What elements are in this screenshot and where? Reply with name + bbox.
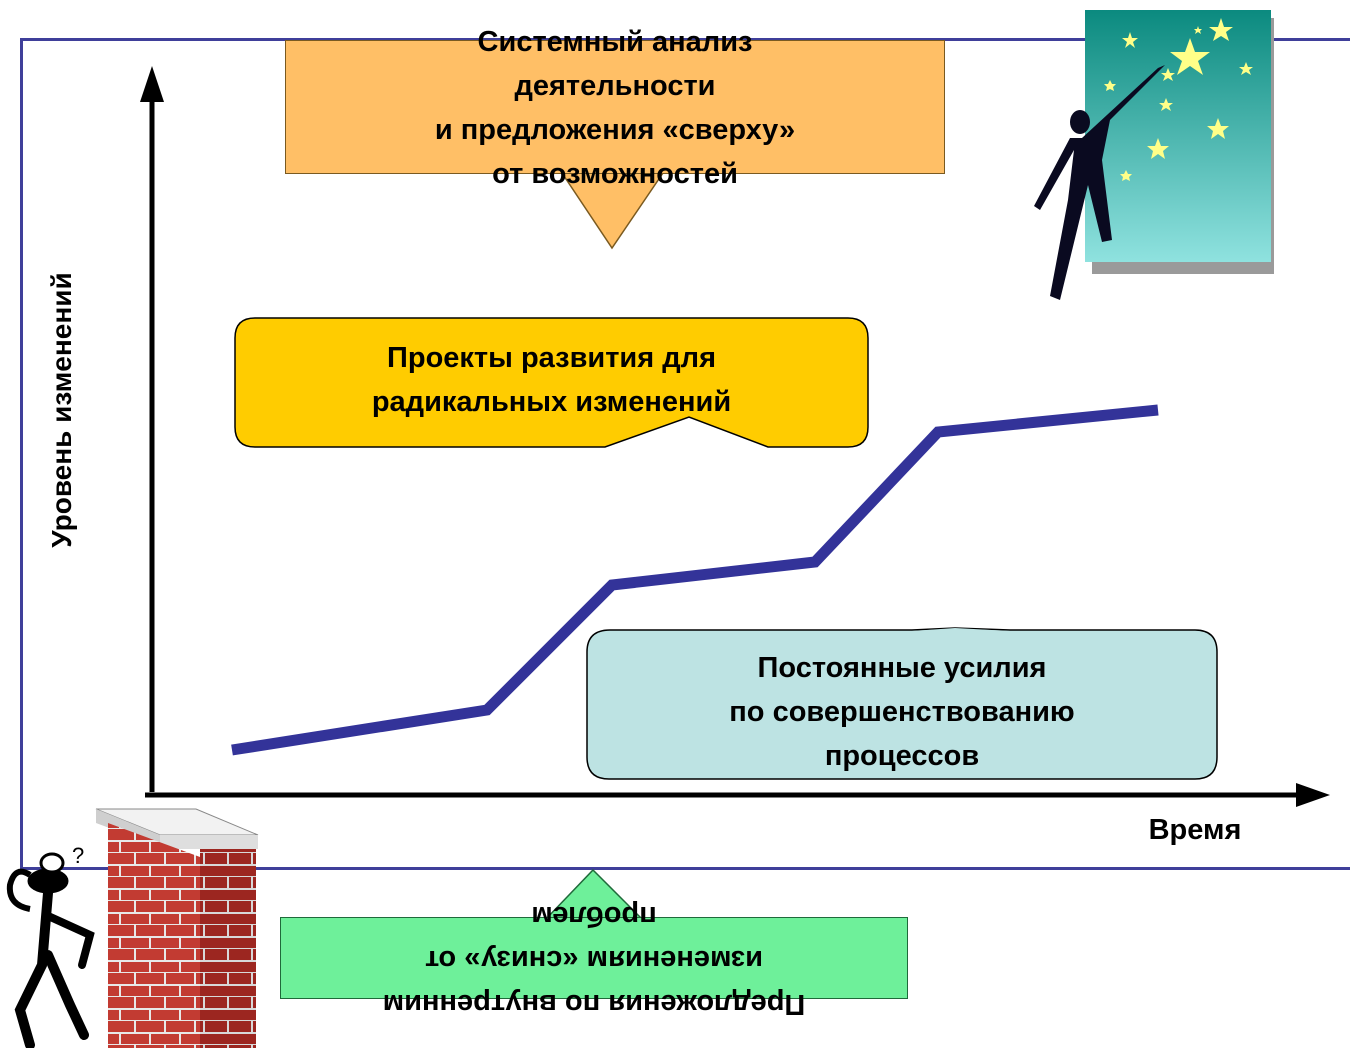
top-box-line-1: Системный анализ — [477, 26, 753, 58]
wall-side-face — [108, 823, 200, 1048]
top-analysis-text: Системный анализ деятельности и предложе… — [285, 20, 945, 196]
bottom-line-1: Предложения по внутренним — [382, 988, 806, 1020]
bottom-proposals-box — [280, 917, 908, 999]
wall-front-face — [200, 849, 256, 1048]
thinking-man-icon: ? — [6, 843, 95, 1048]
continuous-efforts-text: Постоянные усилия по совершенствованию п… — [587, 646, 1217, 778]
top-box-line-2: деятельности — [514, 70, 716, 102]
radical-line-1: Проекты развития для — [387, 342, 716, 374]
wall-cap-front — [160, 835, 258, 849]
continuous-line-2: по совершенствованию — [729, 696, 1075, 728]
top-box-line-4: от возможностей — [492, 158, 738, 190]
x-axis-label: Время — [1148, 814, 1242, 846]
top-box-line-3: и предложения «сверху» — [434, 114, 796, 146]
brick-wall-picture: ? — [6, 808, 259, 1048]
stars-icon — [1104, 18, 1253, 181]
frame-top-line — [20, 38, 1350, 41]
x-axis-arrowhead — [1296, 783, 1330, 807]
frame-bottom-line — [20, 867, 1350, 870]
frame-left-line — [20, 38, 23, 870]
bottom-line-3: проблем — [531, 900, 657, 932]
reaching-person-icon — [1034, 65, 1165, 300]
radical-line-2: радикальных изменений — [371, 386, 732, 418]
svg-text:?: ? — [72, 843, 84, 868]
bottom-proposals-text: Предложения по внутренним изменениям «сн… — [280, 894, 908, 1026]
star-sky-picture — [1034, 10, 1274, 300]
radical-projects-text: Проекты развития для радикальных изменен… — [235, 336, 868, 424]
trend-line — [231, 404, 1159, 756]
y-axis-arrowhead — [140, 66, 164, 102]
bottom-line-2: изменениям «снизу» от — [424, 944, 764, 976]
continuous-line-1: Постоянные усилия — [757, 652, 1047, 684]
top-analysis-box — [285, 40, 945, 174]
continuous-line-3: процессов — [824, 740, 980, 772]
